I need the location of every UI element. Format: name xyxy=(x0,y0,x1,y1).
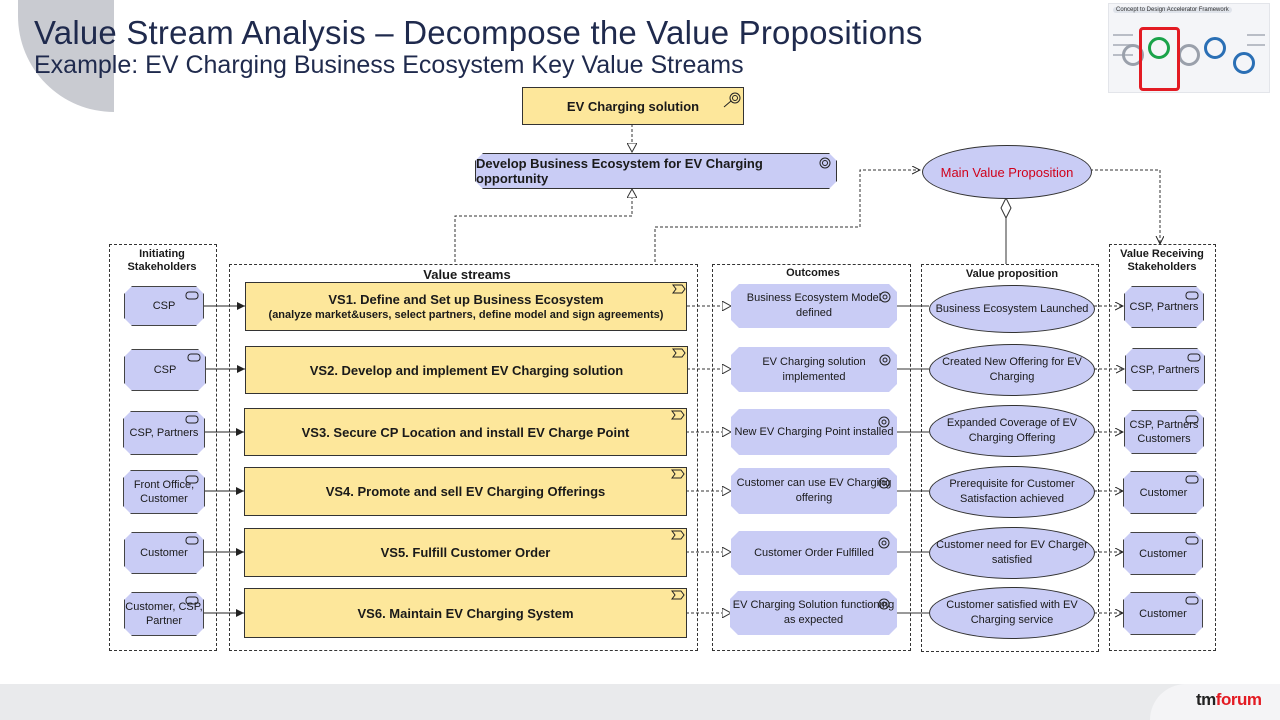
outcomes-frame xyxy=(712,264,911,651)
ev-charging-solution-node[interactable]: EV Charging solution xyxy=(522,87,744,125)
value-streams-frame xyxy=(229,264,698,651)
logo-suffix: forum xyxy=(1215,690,1262,709)
receiver-node[interactable]: Customer xyxy=(1123,471,1204,514)
thumbnail-title: Concept to Design Accelerator Framework xyxy=(1113,7,1232,13)
thumbnail-ring-icon xyxy=(1148,37,1170,59)
receiver-node[interactable]: CSP, Partners xyxy=(1124,286,1204,328)
value-stream-vs4[interactable]: VS4. Promote and sell EV Charging Offeri… xyxy=(244,467,687,516)
thumbnail-ring-icon xyxy=(1122,44,1144,66)
value-proposition-frame xyxy=(921,264,1099,652)
value-streams-label: Value streams xyxy=(423,267,511,282)
footer-curve xyxy=(1150,684,1280,720)
vs-title: VS4. Promote and sell EV Charging Offeri… xyxy=(325,484,606,499)
vs-title: VS1. Define and Set up Business Ecosyste… xyxy=(328,292,604,307)
opportunity-node[interactable]: Develop Business Ecosystem for EV Chargi… xyxy=(475,153,837,189)
value-stream-vs5[interactable]: VS5. Fulfill Customer Order xyxy=(244,528,687,577)
framework-thumbnail[interactable]: Concept to Design Accelerator Framework xyxy=(1108,3,1270,93)
value-stream-vs3[interactable]: VS3. Secure CP Location and install EV C… xyxy=(244,408,687,456)
footer-bar xyxy=(0,684,1280,720)
initiating-stakeholders-frame xyxy=(109,244,217,651)
thumbnail-bar xyxy=(1247,34,1265,36)
value-proposition-node[interactable]: Customer satisfied with EV Charging serv… xyxy=(929,587,1095,639)
receiver-node[interactable]: CSP, Partners xyxy=(1125,348,1205,391)
receiver-node[interactable]: CSP, Partners Customers xyxy=(1124,410,1204,454)
value-stream-vs1[interactable]: VS1. Define and Set up Business Ecosyste… xyxy=(245,282,687,331)
page-subtitle: Example: EV Charging Business Ecosystem … xyxy=(34,51,744,79)
thumbnail-ring-icon xyxy=(1233,52,1255,74)
value-proposition-node[interactable]: Prerequisite for Customer Satisfaction a… xyxy=(929,466,1095,518)
thumbnail-bar xyxy=(1113,34,1133,36)
thumbnail-ring-icon xyxy=(1178,44,1200,66)
vs-title: VS2. Develop and implement EV Charging s… xyxy=(309,362,624,378)
outcome-node[interactable]: Customer can use EV Charging offering xyxy=(731,468,897,514)
initiator-node[interactable]: CSP, Partners xyxy=(123,411,205,455)
thumbnail-bar xyxy=(1113,44,1133,46)
initiating-stakeholders-label: Initiating Stakeholders xyxy=(127,248,197,273)
main-value-proposition[interactable]: Main Value Proposition xyxy=(922,145,1092,199)
thumbnail-highlight xyxy=(1139,27,1180,91)
initiator-node[interactable]: Customer, CSP, Partner xyxy=(124,592,204,636)
value-proposition-node[interactable]: Created New Offering for EV Charging xyxy=(929,344,1095,396)
outcome-node[interactable]: EV Charging Solution functioning as expe… xyxy=(730,591,897,635)
outcomes-label: Outcomes xyxy=(786,267,840,279)
value-stream-vs2[interactable]: VS2. Develop and implement EV Charging s… xyxy=(245,346,688,394)
value-proposition-node[interactable]: Business Ecosystem Launched xyxy=(929,285,1095,333)
thumbnail-bar xyxy=(1247,44,1265,46)
receiving-stakeholders-frame xyxy=(1109,244,1216,651)
vs-title: VS5. Fulfill Customer Order xyxy=(380,545,551,560)
initiator-node[interactable]: Customer xyxy=(124,532,204,574)
receiving-stakeholders-label: Value Receiving Stakeholders xyxy=(1120,248,1204,273)
receiver-node[interactable]: Customer xyxy=(1123,592,1203,635)
logo-prefix: tm xyxy=(1196,690,1216,709)
page-title: Value Stream Analysis – Decompose the Va… xyxy=(34,14,923,51)
initiator-node[interactable]: CSP xyxy=(124,349,206,391)
initiator-node[interactable]: CSP xyxy=(124,286,204,326)
vs-title: VS3. Secure CP Location and install EV C… xyxy=(301,424,630,440)
value-proposition-node[interactable]: Expanded Coverage of EV Charging Offerin… xyxy=(929,405,1095,457)
outcome-node[interactable]: New EV Charging Point installed xyxy=(731,409,897,455)
value-proposition-label: Value proposition xyxy=(965,268,1059,280)
initiator-node[interactable]: Front Office, Customer xyxy=(123,470,205,514)
thumbnail-ring-icon xyxy=(1204,37,1226,59)
outcome-node[interactable]: Customer Order Fulfilled xyxy=(731,531,897,575)
value-proposition-node[interactable]: Customer need for EV Charger satisfied xyxy=(929,527,1095,579)
tmforum-logo: tmforum xyxy=(1196,690,1262,710)
receiver-node[interactable]: Customer xyxy=(1123,532,1203,575)
vs-subtitle: (analyze market&users, select partners, … xyxy=(268,309,664,321)
vs-title: VS6. Maintain EV Charging System xyxy=(357,605,574,621)
outcome-node[interactable]: Business Ecosystem Model defined xyxy=(731,284,897,328)
outcome-node[interactable]: EV Charging solution implemented xyxy=(731,347,897,392)
value-stream-vs6[interactable]: VS6. Maintain EV Charging System xyxy=(244,588,687,638)
